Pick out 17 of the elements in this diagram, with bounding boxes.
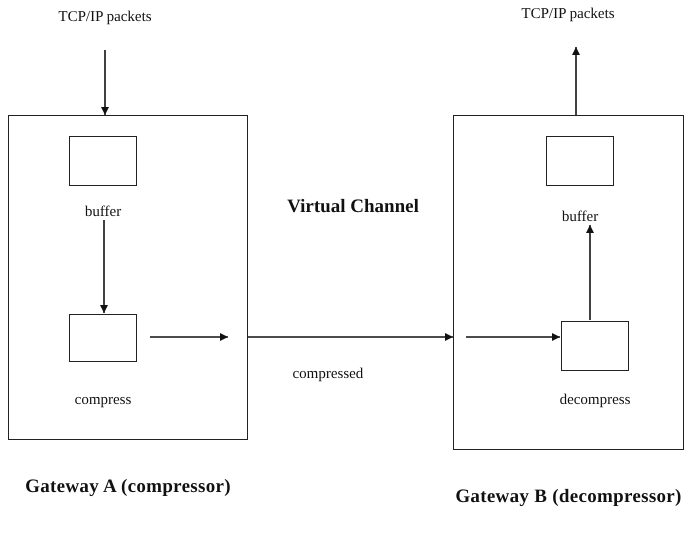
arrow — [586, 225, 594, 320]
process-label: compress — [74, 391, 132, 409]
gateway-heading: Gateway B (decompressor) — [454, 485, 683, 509]
arrow — [100, 220, 108, 313]
process-label: buffer — [84, 203, 122, 221]
arrow — [150, 333, 228, 341]
arrow — [248, 333, 453, 341]
channel-label: Virtual Channel — [286, 195, 420, 219]
input-label: TCP/IP packets — [521, 5, 615, 24]
process-label: decompress — [558, 391, 632, 409]
input-label: TCP/IP packets — [58, 8, 152, 27]
gateway-heading: Gateway A (compressor) — [24, 475, 232, 499]
process-label: buffer — [560, 208, 600, 226]
arrow — [572, 47, 580, 115]
edge-label: compressed — [290, 365, 366, 383]
arrow — [466, 333, 560, 341]
arrow — [101, 50, 109, 115]
